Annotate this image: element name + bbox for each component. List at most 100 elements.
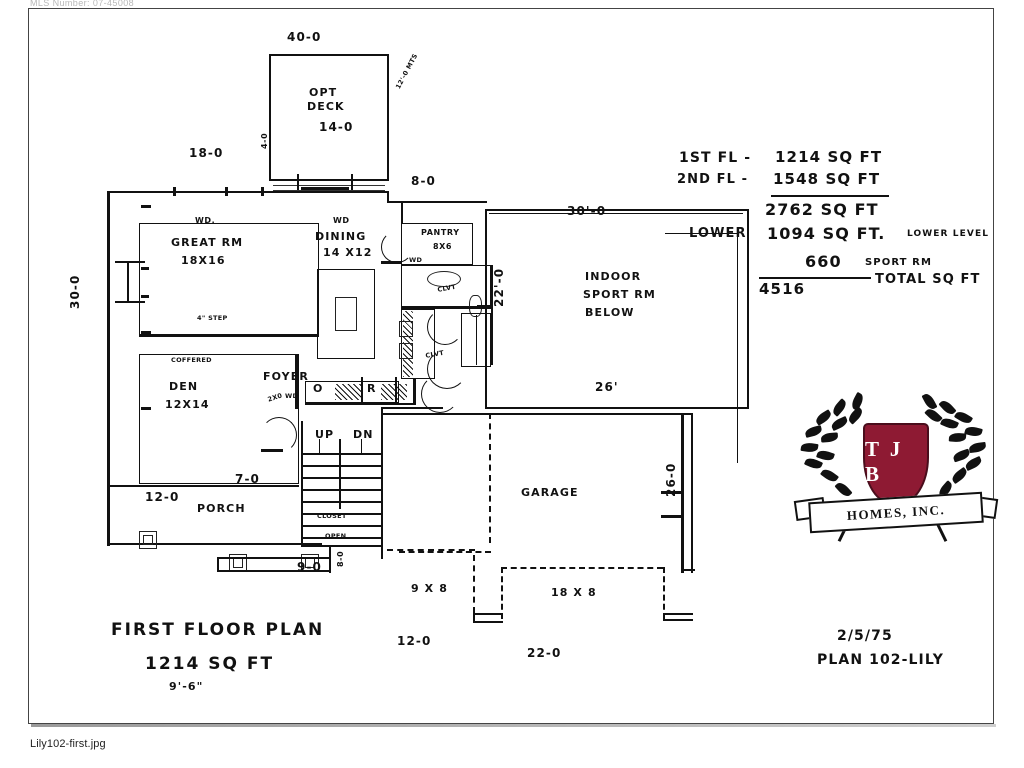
powder-wall-s xyxy=(401,307,491,309)
dim-entry-12: 12-0 xyxy=(145,490,180,504)
exterior-wall-north-deckline xyxy=(269,191,389,193)
fireplace-wall-top xyxy=(115,261,145,263)
garage-bay-divider xyxy=(489,413,491,543)
label-bay-b: 18 X 8 xyxy=(551,586,597,599)
stoop-edge xyxy=(329,545,331,573)
laurel-leaf xyxy=(834,480,853,499)
garage-service-path xyxy=(387,549,475,551)
logo-banner-text: HOMES, INC. xyxy=(846,501,946,523)
laurel-leaf xyxy=(804,425,823,438)
dim-sport-bottom: 26' xyxy=(595,380,619,394)
den-door-leaf xyxy=(261,449,283,452)
dim-garage-bot-left: 12-0 xyxy=(397,634,432,648)
sport-wall-top xyxy=(485,209,749,211)
deck-door-jamb-l xyxy=(297,174,299,190)
garage-service-jamb xyxy=(381,545,383,559)
deck-wall-bottom xyxy=(269,179,389,181)
lavatory xyxy=(427,271,461,287)
powder-room-outline xyxy=(401,265,491,307)
counter-split-2 xyxy=(395,377,397,405)
drawing-sheet: 40-0 12'-0 MTS 14-0 18-0 4-0 30-0 8-0 30… xyxy=(28,8,999,727)
garage-apron-jamb xyxy=(473,607,475,621)
garage-door-9-l xyxy=(473,555,475,613)
porch-edge-south xyxy=(107,543,322,545)
laurel-leaf xyxy=(830,398,849,417)
garage-bay-a-line xyxy=(399,551,491,553)
label-pantry-size: 8X6 xyxy=(433,242,453,251)
fireplace-jamb-b xyxy=(141,295,149,298)
sport-inner-line xyxy=(489,213,743,214)
dim-sport-top: 30'-0 xyxy=(567,204,607,218)
label-great-step: 4" STEP xyxy=(197,314,228,322)
label-den: DEN xyxy=(169,380,199,393)
label-foyer: FOYER xyxy=(263,370,309,383)
sport-wall-east xyxy=(747,209,749,407)
counter-split-1 xyxy=(361,377,363,405)
file-caption: Lily102-first.jpg xyxy=(30,738,106,750)
laurel-leaf xyxy=(820,432,839,443)
label-stair-up: UP xyxy=(315,428,335,441)
dim-left-overall: 30-0 xyxy=(68,274,82,309)
deck-ledger xyxy=(273,185,385,186)
label-garage: GARAGE xyxy=(521,486,579,499)
laurel-leaf xyxy=(964,425,983,438)
dim-right-of-dining: 8-0 xyxy=(411,174,436,188)
calc-note-3: LOWER LEVEL xyxy=(907,229,990,239)
laurel-leaf xyxy=(819,466,840,485)
dim-deck-bottom: 14-0 xyxy=(319,120,354,134)
label-den-coffered: COFFERED xyxy=(171,356,212,364)
den-outline xyxy=(139,354,299,484)
great-room-outline xyxy=(139,223,319,335)
north-window-3 xyxy=(261,187,264,196)
label-pantry: PANTRY xyxy=(421,228,460,237)
laurel-leaf xyxy=(938,398,957,417)
garage-door-18 xyxy=(501,567,663,569)
calc-label-3: LOWER xyxy=(689,226,747,241)
bath-door-swing xyxy=(427,309,463,345)
label-dining-size: 14 X12 xyxy=(323,246,373,259)
calc-value-2: 2762 SQ FT xyxy=(765,200,879,219)
laurel-leaf xyxy=(829,415,850,432)
label-great-size: 18X16 xyxy=(181,254,226,267)
calc-value-3: 1094 SQ FT. xyxy=(767,224,886,243)
deck-ledger-2 xyxy=(273,190,385,191)
garage-window-2 xyxy=(661,515,683,518)
laurel-leaf xyxy=(949,466,970,485)
west-window-b xyxy=(141,205,151,208)
pantry-wall-n xyxy=(401,201,403,223)
deck-door-jamb-r xyxy=(351,174,353,190)
label-stair-open: OPEN xyxy=(325,532,347,540)
deck-wall-right xyxy=(387,54,389,181)
label-sport-2: SPORT RM xyxy=(583,288,656,301)
garage-window-1 xyxy=(661,491,683,494)
shield-emblem: T J B xyxy=(863,423,929,505)
mud-bench xyxy=(461,313,491,367)
garage-apron-d xyxy=(663,619,693,621)
laurel-leaf xyxy=(948,432,967,443)
area-calc-leader-v xyxy=(737,233,738,463)
counter-front xyxy=(305,403,415,405)
calc-value-1: 1548 SQ FT xyxy=(773,170,881,188)
fireplace-wall-bottom xyxy=(115,301,145,303)
stair-up-arrow xyxy=(319,439,320,453)
title-area: 1214 SQ FT xyxy=(145,654,275,674)
locker-1 xyxy=(399,321,413,337)
stair-dn-arrow xyxy=(361,439,362,453)
label-great-wd: WD. xyxy=(195,216,216,225)
label-opt-deck-1: OPT xyxy=(309,86,338,99)
stair-treads xyxy=(303,453,381,539)
label-appliance-r: R xyxy=(367,382,377,395)
entry-threshold xyxy=(381,407,443,409)
stair-stringer xyxy=(339,439,341,509)
title-ceiling: 9'-6" xyxy=(169,680,204,693)
laurel-leaf xyxy=(846,406,865,425)
laurel-leaf xyxy=(963,455,984,472)
calc-value-5: 4516 xyxy=(759,280,806,298)
calc-note-5: TOTAL SQ FT xyxy=(875,272,981,287)
garage-apron-a xyxy=(473,613,503,615)
label-stair-closet: CLOSET xyxy=(317,512,347,520)
porch-step-a xyxy=(217,557,329,559)
fireplace-back xyxy=(127,261,129,303)
great-room-step xyxy=(139,335,319,337)
dim-deck-top: 40-0 xyxy=(287,30,322,44)
